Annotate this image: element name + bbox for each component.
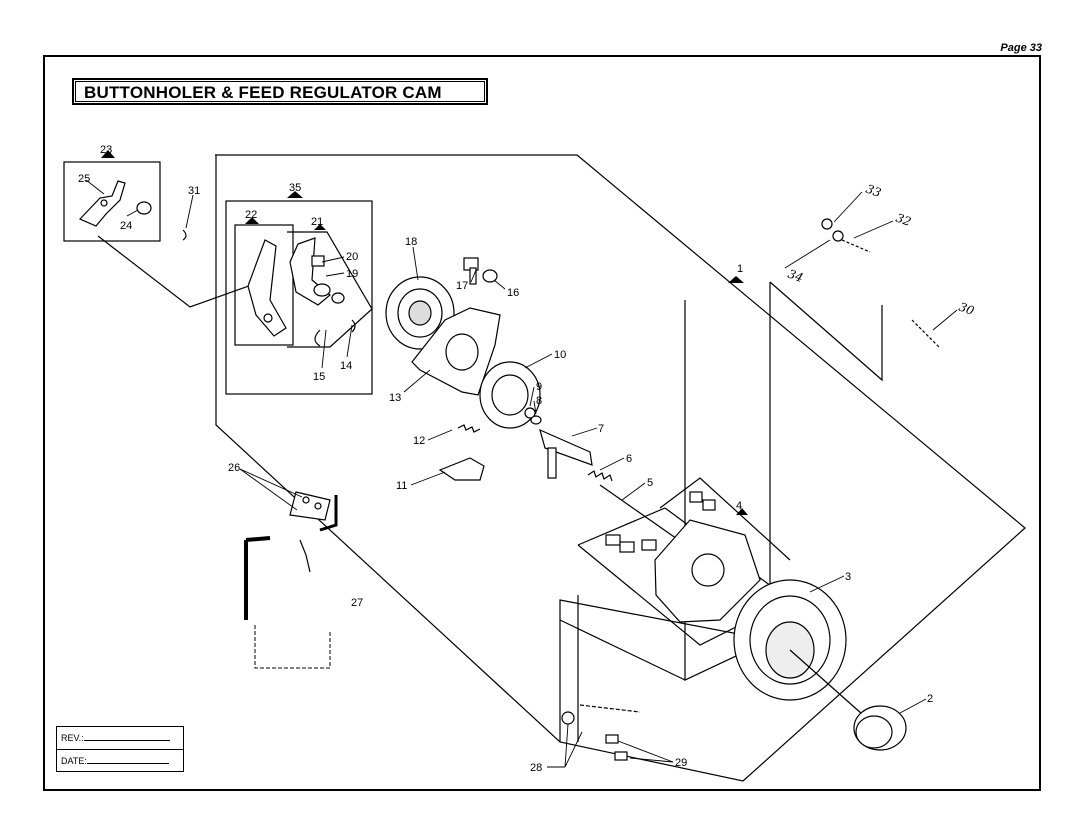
callout-8: 8 xyxy=(536,395,542,407)
callout-9: 9 xyxy=(536,381,542,393)
callout-20: 20 xyxy=(346,251,358,263)
callout-4: 4 xyxy=(736,500,742,512)
callout-29: 29 xyxy=(675,757,687,769)
lever-22 xyxy=(247,239,287,337)
callout-17: 17 xyxy=(456,280,468,292)
callout-19: 19 xyxy=(346,268,358,280)
callout-34: 34 xyxy=(786,267,805,285)
callout-25: 25 xyxy=(78,173,90,185)
callout-18: 18 xyxy=(405,236,417,248)
callout-12: 12 xyxy=(413,435,425,447)
callout-22: 22 xyxy=(245,209,257,221)
callout-1: 1 xyxy=(737,263,743,275)
rev-line xyxy=(83,731,170,741)
callout-33: 33 xyxy=(864,182,883,201)
part-26 xyxy=(289,491,331,521)
callout-5: 5 xyxy=(647,477,653,489)
callout-16: 16 xyxy=(507,287,519,299)
callout-11: 11 xyxy=(396,480,407,492)
date-line xyxy=(86,754,169,764)
part-11 xyxy=(438,457,485,481)
date-label: DATE: xyxy=(61,756,87,766)
shaft-7 xyxy=(539,428,593,466)
revision-box: REV.: DATE: xyxy=(56,726,184,772)
callout-3: 3 xyxy=(845,571,851,583)
callout-13: 13 xyxy=(389,392,401,404)
callout-35: 35 xyxy=(289,182,301,194)
callout-28: 28 xyxy=(530,762,542,774)
callout-10: 10 xyxy=(554,349,566,361)
callout-23: 23 xyxy=(100,144,112,156)
callout-14: 14 xyxy=(340,360,352,372)
callout-31: 31 xyxy=(188,185,200,197)
callout-7: 7 xyxy=(598,423,604,435)
callout-32: 32 xyxy=(894,211,913,229)
page-number: Page 33 xyxy=(1000,42,1042,54)
callout-2: 2 xyxy=(927,693,933,705)
subassembly-22-box xyxy=(234,224,294,346)
callout-15: 15 xyxy=(313,371,325,383)
callout-21: 21 xyxy=(311,216,323,228)
main-assembly-outline xyxy=(215,154,1026,782)
callout-30: 30 xyxy=(957,300,976,319)
callout-27: 27 xyxy=(351,597,363,609)
rev-label: REV.: xyxy=(61,733,84,743)
callout-6: 6 xyxy=(626,453,632,465)
title-box: BUTTONHOLER & FEED REGULATOR CAM xyxy=(72,78,488,105)
subassembly-23-box xyxy=(63,161,161,242)
subassembly-35-box xyxy=(225,200,373,395)
subassembly-21-outline xyxy=(287,231,373,348)
callout-26: 26 xyxy=(228,462,240,474)
diagram-title: BUTTONHOLER & FEED REGULATOR CAM xyxy=(75,81,485,102)
callout-24: 24 xyxy=(120,220,132,232)
diagram-frame xyxy=(43,55,1041,791)
